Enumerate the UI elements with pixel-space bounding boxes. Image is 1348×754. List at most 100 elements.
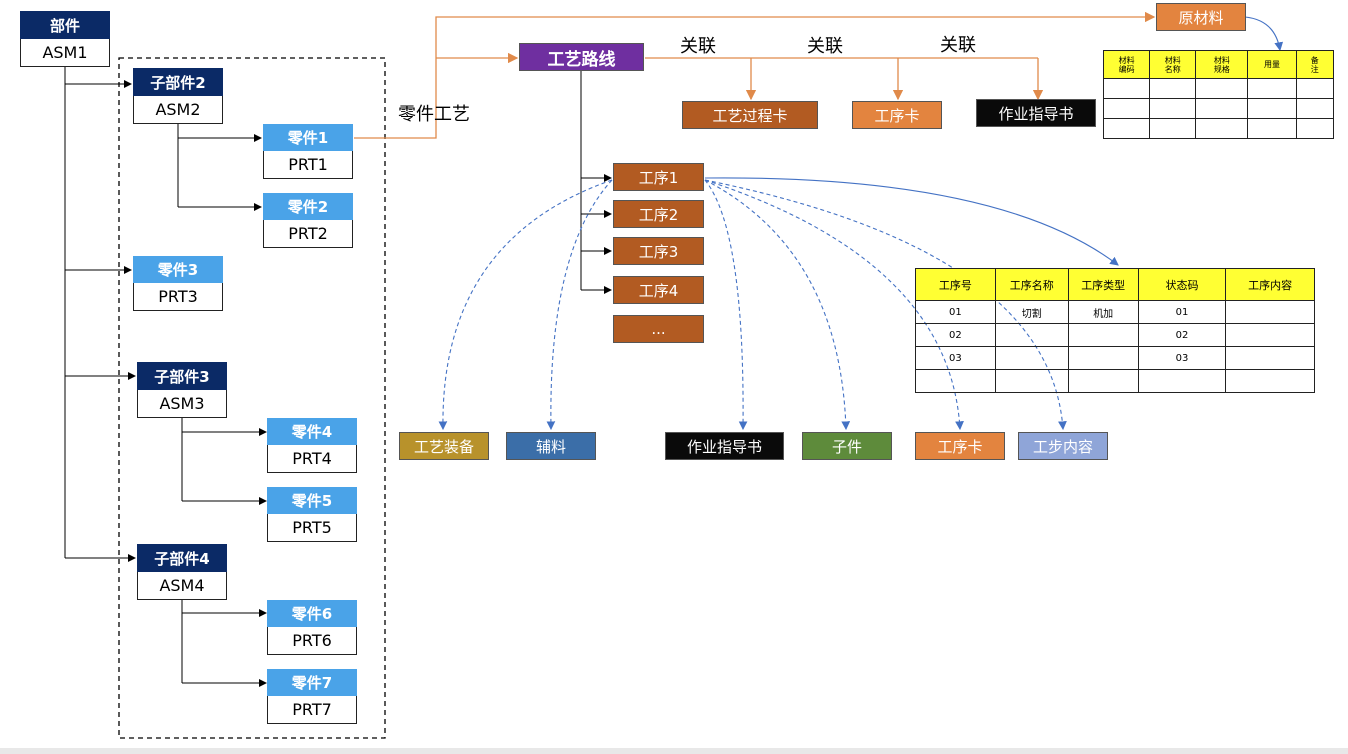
part-6-code[interactable]: PRT6 [267,627,357,655]
material-cell [1195,78,1249,99]
table-row: 02 02 [915,323,1315,347]
operation-cell [1067,346,1139,370]
material-table: 材料 编码 材料 名称 材料 规格 用量 备 注 [1102,50,1335,139]
operation-cell [915,369,996,393]
raw-material-box[interactable]: 原材料 [1156,3,1246,31]
material-cell [1295,98,1335,119]
material-cell [1247,98,1297,119]
part-5-code[interactable]: PRT5 [267,514,357,542]
process-route-box[interactable]: 工艺路线 [519,43,644,71]
material-cell [1247,78,1297,99]
operation-cell: 02 [1137,323,1227,347]
part-2-code[interactable]: PRT2 [263,220,353,248]
subassembly-2-code[interactable]: ASM2 [133,96,223,124]
operation-cell [1225,323,1315,347]
material-cell [1102,78,1151,99]
part-1-code[interactable]: PRT1 [263,151,353,179]
material-cell [1102,118,1151,139]
operation-3-box[interactable]: 工序3 [613,237,704,265]
operation-table-header: 工序名称 [994,268,1069,301]
operation-table-header: 状态码 [1137,268,1227,301]
route-link-lines [354,11,1156,139]
operation-cell [994,323,1069,347]
operation-cell [994,346,1069,370]
material-cell [1295,118,1335,139]
table-row [1102,78,1335,99]
subassembly-4-title[interactable]: 子部件4 [137,544,227,572]
sub-part-box[interactable]: 子件 [802,432,892,460]
operation-table-header: 工序号 [915,268,996,301]
part-3-code[interactable]: PRT3 [133,283,223,311]
material-cell [1149,98,1197,119]
material-table-header: 材料 编码 [1102,50,1151,79]
part-5-title[interactable]: 零件5 [267,487,357,514]
material-table-header: 材料 规格 [1195,50,1249,79]
relation-label-2: 关联 [807,36,843,57]
bom-tree-lines [64,67,612,687]
operation-more-box[interactable]: ... [613,315,704,343]
material-table-header: 备 注 [1295,50,1335,79]
subassembly-group-boundary [118,57,386,739]
operation-card-detail-box[interactable]: 工序卡 [915,432,1005,460]
part-7-title[interactable]: 零件7 [267,669,357,696]
part-6-title[interactable]: 零件6 [267,600,357,627]
operation-cell: 01 [1137,300,1227,324]
part-1-title[interactable]: 零件1 [263,124,353,151]
operation-table-header: 工序内容 [1225,268,1315,301]
tooling-box[interactable]: 工艺装备 [399,432,489,460]
subassembly-4-code[interactable]: ASM4 [137,572,227,600]
operation-2-box[interactable]: 工序2 [613,200,704,228]
work-instruction-box[interactable]: 作业指导书 [976,99,1096,127]
operation-table-header: 工序类型 [1067,268,1139,301]
operation-cell: 01 [915,300,996,324]
material-cell [1195,98,1249,119]
operation-cell: 机加 [1067,300,1139,324]
step-content-box[interactable]: 工步内容 [1018,432,1108,460]
subassembly-3-code[interactable]: ASM3 [137,390,227,418]
assembly-code[interactable]: ASM1 [20,39,110,67]
part-4-title[interactable]: 零件4 [267,418,357,445]
operation-cell [1137,369,1227,393]
table-row [1102,118,1335,139]
operation-cell: 03 [1137,346,1227,370]
operation-cell: 03 [915,346,996,370]
table-row [915,369,1315,393]
operation-cell [1067,323,1139,347]
material-cell [1247,118,1297,139]
part-3-title[interactable]: 零件3 [133,256,223,283]
material-cell [1195,118,1249,139]
relation-label-1: 关联 [680,36,716,57]
process-card-box[interactable]: 工艺过程卡 [682,101,818,129]
operation-cell [1225,300,1315,324]
part-process-label: 零件工艺 [398,104,470,125]
operation-cell [994,369,1069,393]
material-table-header: 用量 [1247,50,1297,79]
operation-cell: 切割 [994,300,1069,324]
material-table-header: 材料 名称 [1149,50,1197,79]
part-4-code[interactable]: PRT4 [267,445,357,473]
part-2-title[interactable]: 零件2 [263,193,353,220]
auxiliary-material-box[interactable]: 辅料 [506,432,596,460]
operation-cell: 02 [915,323,996,347]
operation-link-lines [704,16,1284,266]
operation-1-box[interactable]: 工序1 [613,163,704,191]
table-row: 03 03 [915,346,1315,370]
assembly-title[interactable]: 部件 [20,11,110,39]
operation-card-box[interactable]: 工序卡 [852,101,942,129]
operation-4-box[interactable]: 工序4 [613,276,704,304]
operation-cell [1225,369,1315,393]
material-cell [1295,78,1335,99]
operation-cell [1067,369,1139,393]
operation-work-instruction-box[interactable]: 作业指导书 [665,432,784,460]
material-cell [1149,118,1197,139]
subassembly-3-title[interactable]: 子部件3 [137,362,227,390]
material-cell [1149,78,1197,99]
table-row [1102,98,1335,119]
subassembly-2-title[interactable]: 子部件2 [133,68,223,96]
relation-label-3: 关联 [940,35,976,56]
operation-cell [1225,346,1315,370]
material-cell [1102,98,1151,119]
part-7-code[interactable]: PRT7 [267,696,357,724]
